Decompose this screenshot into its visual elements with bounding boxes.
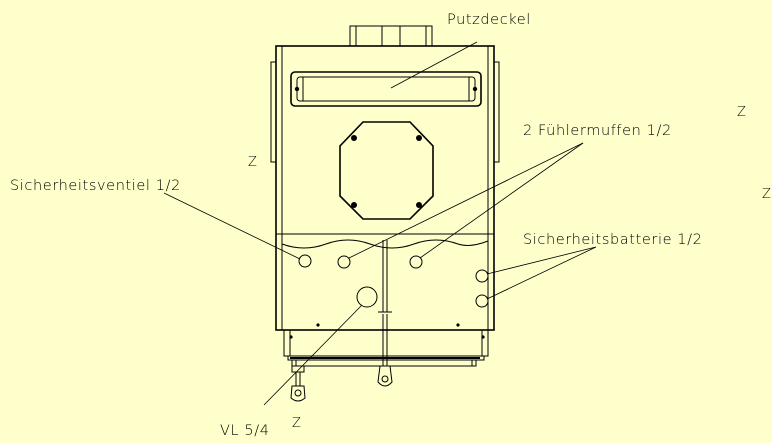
label-fuehlermuffen-sup: Z	[737, 105, 746, 120]
flow-connection-socket	[356, 286, 378, 308]
label-sicherheitsventiel: Sicherheitsventiel 1/2	[10, 178, 181, 194]
boiler-housing	[270, 45, 500, 331]
base-frame	[283, 329, 489, 367]
label-sicherheitsbatterie: Sicherheitsbatterie 1/2	[523, 232, 702, 248]
leader-lines	[163, 41, 597, 406]
safety-battery-socket-bottom	[475, 294, 489, 308]
inspection-flange	[339, 121, 434, 220]
top-flue-stub	[349, 25, 433, 47]
safety-battery-socket-top	[475, 269, 489, 283]
sensor-socket-right	[409, 255, 423, 269]
label-sicherheitsbatterie-sup: Z	[762, 187, 771, 202]
label-putzdeckel: Putzdeckel	[447, 12, 531, 28]
label-vl-sup: Z	[292, 416, 301, 431]
sockets	[298, 254, 489, 308]
front-rivets	[316, 323, 460, 327]
sensor-socket-left	[337, 255, 351, 269]
center-rod	[377, 240, 393, 387]
section-break-line	[281, 239, 489, 249]
leader-sicherheitsbatterie-1	[486, 246, 597, 275]
safety-valve-socket	[298, 254, 312, 268]
leader-fuehlermuffe-1	[348, 142, 584, 259]
leader-sicherheitsbatterie-2	[486, 246, 597, 300]
label-fuehlermuffen: 2 Fühlermuffen 1/2	[523, 123, 672, 139]
label-sicherheitsventiel-sup: Z	[248, 155, 257, 170]
cleaning-cover	[290, 71, 482, 107]
label-vl: VL 5/4	[220, 423, 270, 439]
leader-sicherheitsventiel	[163, 192, 301, 260]
drain-fitting	[290, 365, 306, 402]
leader-fuehlermuffe-2	[419, 142, 584, 259]
leader-putzdeckel	[390, 41, 478, 89]
leader-vl	[263, 304, 363, 406]
